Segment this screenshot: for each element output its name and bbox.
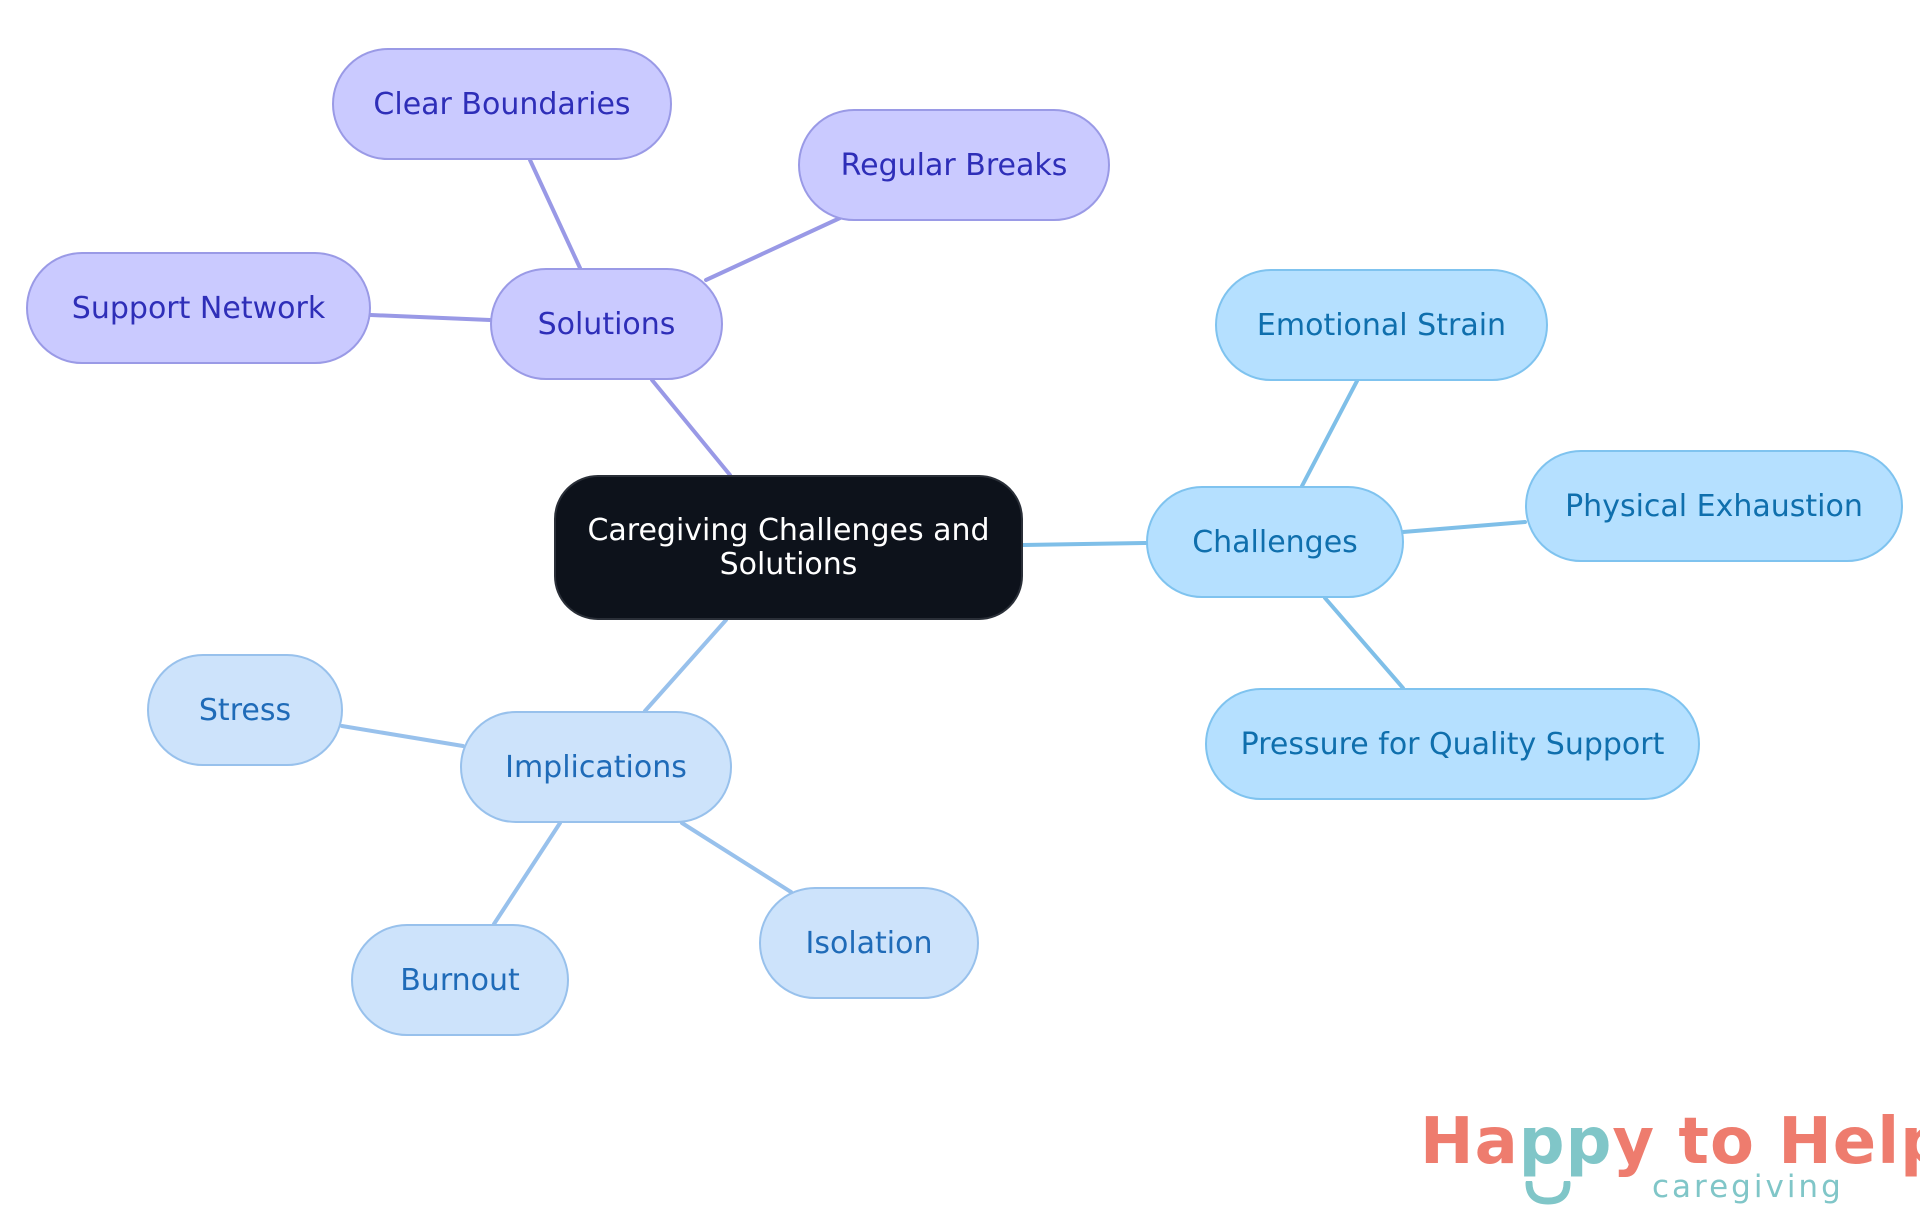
node-burnout[interactable]: Burnout (351, 924, 569, 1036)
node-root[interactable]: Caregiving Challenges and Solutions (554, 475, 1023, 620)
node-label-support-network: Support Network (71, 290, 326, 326)
node-label-physical-exhaustion: Physical Exhaustion (1565, 488, 1863, 524)
edge-implications-isolation (680, 821, 793, 894)
node-solutions[interactable]: Solutions (490, 268, 723, 380)
edge-implications-stress (340, 724, 465, 748)
logo-subtitle: caregiving (1652, 1169, 1844, 1205)
node-label-solutions: Solutions (537, 306, 676, 342)
edge-solutions-support-network (369, 313, 492, 322)
node-label-isolation: Isolation (805, 925, 933, 961)
node-challenges[interactable]: Challenges (1146, 486, 1404, 598)
edge-challenges-emotional-strain (1300, 379, 1359, 488)
node-label-stress: Stress (198, 692, 292, 728)
node-implications[interactable]: Implications (460, 711, 732, 823)
smile-icon (1525, 1181, 1571, 1205)
node-label-implications: Implications (505, 749, 687, 785)
node-physical-exhaustion[interactable]: Physical Exhaustion (1525, 450, 1903, 562)
node-label-emotional-strain: Emotional Strain (1256, 307, 1507, 343)
node-label-clear-boundaries: Clear Boundaries (373, 86, 631, 122)
node-emotional-strain[interactable]: Emotional Strain (1215, 269, 1548, 381)
edge-challenges-physical-exhaustion (1401, 520, 1527, 534)
node-label-pressure-quality-support: Pressure for Quality Support (1240, 726, 1665, 762)
node-pressure-quality-support[interactable]: Pressure for Quality Support (1205, 688, 1700, 800)
edge-root-challenges (1021, 541, 1148, 547)
logo-wordmark: Happy to Help (1420, 1105, 1920, 1179)
logo-text-pp: pp (1518, 1105, 1613, 1179)
logo-text-suffix: y to Help (1612, 1105, 1920, 1179)
node-label-regular-breaks: Regular Breaks (840, 147, 1068, 183)
node-support-network[interactable]: Support Network (26, 252, 371, 364)
edge-root-solutions (650, 378, 732, 477)
node-clear-boundaries[interactable]: Clear Boundaries (332, 48, 672, 160)
edge-challenges-pressure-quality-support (1323, 596, 1405, 690)
edge-implications-burnout (492, 821, 562, 926)
happy-to-help-logo: Happy to Help caregiving (1420, 1105, 1920, 1205)
logo-text-prefix: Ha (1420, 1105, 1519, 1179)
node-label-burnout: Burnout (400, 962, 520, 998)
node-label-challenges: Challenges (1192, 524, 1358, 560)
node-label-root: Caregiving Challenges and Solutions (587, 512, 990, 582)
node-isolation[interactable]: Isolation (759, 887, 979, 999)
edge-solutions-clear-boundaries (528, 158, 582, 270)
node-stress[interactable]: Stress (147, 654, 343, 766)
node-regular-breaks[interactable]: Regular Breaks (798, 109, 1110, 221)
edge-root-implications (643, 618, 728, 713)
edge-solutions-regular-breaks (704, 216, 842, 282)
